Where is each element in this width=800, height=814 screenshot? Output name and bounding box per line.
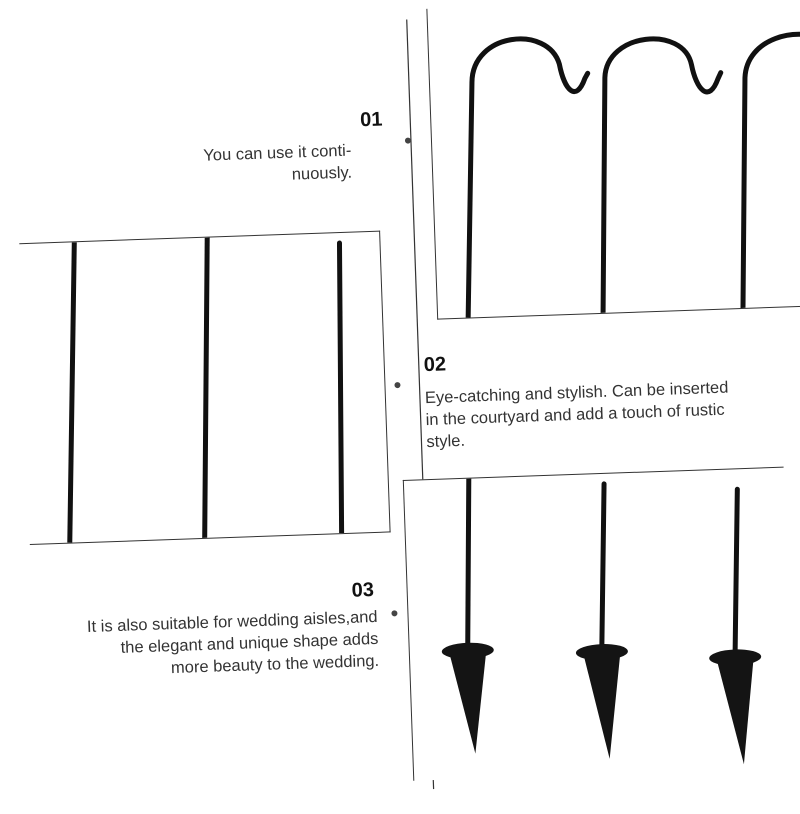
section-01-number: 01 bbox=[359, 108, 383, 132]
section-02-number: 02 bbox=[423, 353, 447, 377]
section-03-number: 03 bbox=[351, 579, 375, 602]
rods-image-panel bbox=[19, 230, 391, 546]
hooks-image-panel bbox=[426, 0, 800, 320]
metal-rods-image bbox=[67, 235, 345, 545]
section-02-text: Eye-catching and stylish. Can be inserte… bbox=[425, 375, 787, 454]
section-01-text: You can use it conti- nuously. bbox=[141, 140, 352, 191]
stakes-image-panel bbox=[402, 466, 795, 781]
shepherd-hooks-image bbox=[465, 31, 800, 319]
section-03-text: It is also suitable for wedding aisles,a… bbox=[27, 606, 380, 684]
ground-stakes-image bbox=[441, 476, 762, 765]
